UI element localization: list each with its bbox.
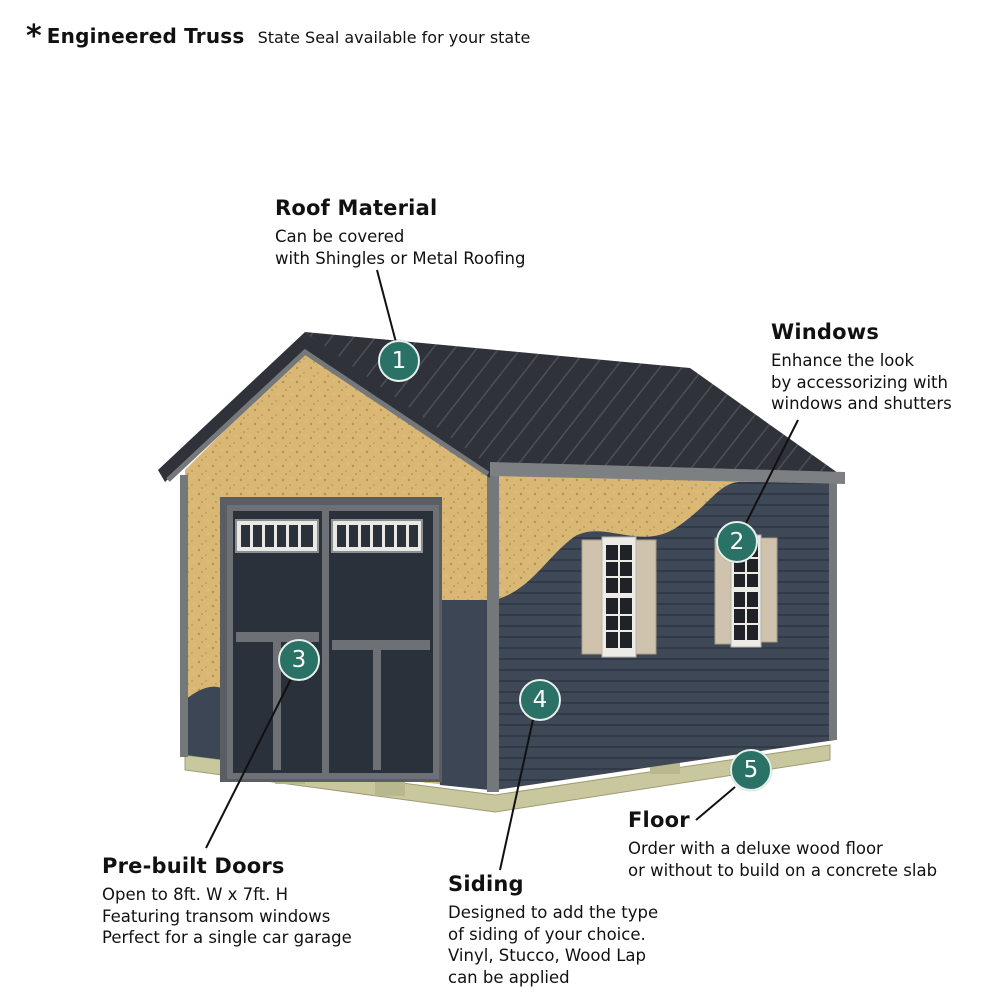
callout-line: Perfect for a single car garage xyxy=(102,928,352,947)
callout-line: or without to build on a concrete slab xyxy=(628,860,938,880)
badge-4: 4 xyxy=(519,679,561,721)
callout-line: Order with a deluxe wood floor xyxy=(628,839,883,858)
callout-line: Can be covered xyxy=(275,227,405,246)
right-door xyxy=(323,505,439,779)
roof xyxy=(305,332,845,478)
callout-line: of siding of your choice. xyxy=(448,924,646,944)
callout-title: Siding xyxy=(448,872,524,896)
callout-pre-built-doors: Pre-built Doors Open to 8ft. W x 7ft. H … xyxy=(102,854,352,949)
badge-3: 3 xyxy=(278,639,320,681)
header: * Engineered Truss State Seal available … xyxy=(26,22,531,52)
leader-lines xyxy=(205,269,799,871)
badge-1: 1 xyxy=(378,340,420,382)
callout-line: with Shingles or Metal Roofing xyxy=(275,248,526,268)
callout-roof-material: Roof Material Can be covered with Shingl… xyxy=(275,196,525,269)
header-subtitle: State Seal available for your state xyxy=(257,28,531,47)
front-partial-siding xyxy=(185,686,225,760)
asterisk-mark: * xyxy=(26,19,42,54)
header-title: Engineered Truss xyxy=(46,24,245,48)
badge-5: 5 xyxy=(730,749,772,791)
callout-floor: Floor Order with a deluxe wood floor or … xyxy=(628,808,937,881)
callout-windows: Windows Enhance the look by accessorizin… xyxy=(771,320,952,415)
badge-2: 2 xyxy=(716,521,758,563)
callout-line: windows and shutters xyxy=(771,394,952,413)
window-left xyxy=(581,536,657,658)
callout-line: can be applied xyxy=(448,967,570,987)
callout-line: Open to 8ft. W x 7ft. H xyxy=(102,885,289,904)
callout-line: Designed to add the type xyxy=(448,903,659,922)
callout-line: by accessorizing with xyxy=(771,372,948,392)
callout-siding: Siding Designed to add the type of sidin… xyxy=(448,872,658,988)
callout-title: Roof Material xyxy=(275,196,438,220)
callout-title: Windows xyxy=(771,320,880,344)
callout-title: Pre-built Doors xyxy=(102,854,285,878)
callout-line: Enhance the look xyxy=(771,351,915,370)
callout-title: Floor xyxy=(628,808,690,832)
callout-line: Featuring transom windows xyxy=(102,906,331,926)
callout-line: Vinyl, Stucco, Wood Lap xyxy=(448,946,646,965)
